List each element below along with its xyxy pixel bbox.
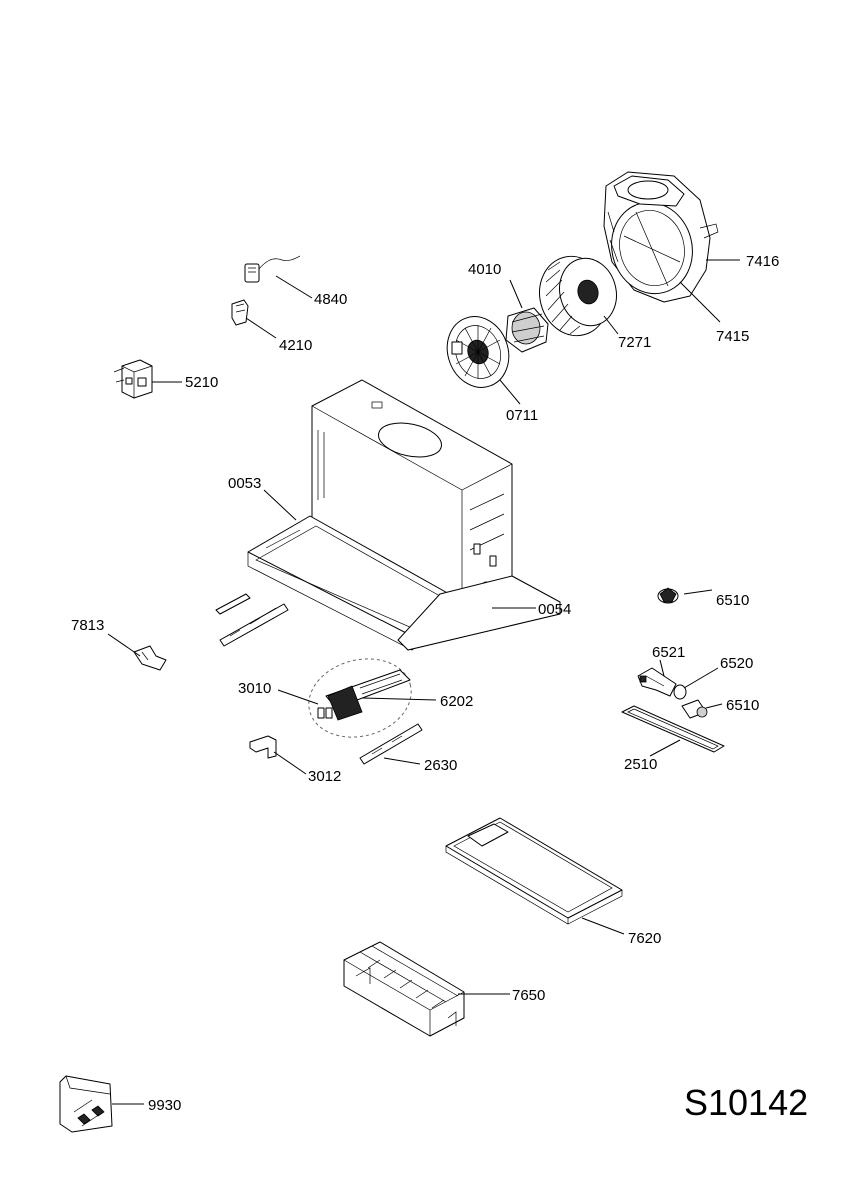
label-3012: 3012 — [308, 768, 341, 785]
part-0054-base-plate — [397, 575, 561, 651]
label-7650: 7650 — [512, 987, 545, 1004]
label-4840: 4840 — [314, 291, 347, 308]
label-7416: 7416 — [746, 253, 779, 270]
part-2510-frame — [621, 705, 725, 753]
label-4210: 4210 — [279, 337, 312, 354]
part-4010-motor — [505, 307, 549, 353]
part-7620-grease-filter — [445, 817, 623, 925]
label-3010: 3010 — [238, 680, 271, 697]
label-5210: 5210 — [185, 374, 218, 391]
part-0711-motor-plate — [446, 316, 510, 388]
label-6520: 6520 — [720, 655, 753, 672]
label-4010: 4010 — [468, 261, 501, 278]
part-number-labels: 4840 4210 5210 4010 7271 7416 7415 0711 … — [71, 253, 779, 1114]
label-7620: 7620 — [628, 930, 661, 947]
label-6521: 6521 — [652, 644, 685, 661]
label-2630: 2630 — [424, 757, 457, 774]
part-4840-cable — [244, 255, 301, 283]
label-7415: 7415 — [716, 328, 749, 345]
label-2510: 2510 — [624, 756, 657, 773]
part-7416-blower-housing — [603, 171, 719, 303]
label-0054: 0054 — [538, 601, 571, 618]
part-9930-hardware-bag — [59, 1075, 113, 1133]
label-7813: 7813 — [71, 617, 104, 634]
part-4210-connector — [231, 299, 249, 326]
label-9930: 9930 — [148, 1097, 181, 1114]
part-6521-lamp-holder — [637, 667, 677, 697]
part-2630-rail — [359, 723, 423, 765]
part-7650-carbon-filter — [343, 941, 465, 1037]
part-6510-knob — [657, 587, 679, 604]
part-6510-lamp — [681, 699, 708, 719]
part-3010-control-group — [308, 658, 412, 738]
part-3012-clip — [249, 735, 277, 759]
label-0053: 0053 — [228, 475, 261, 492]
sheet-code: S10142 — [684, 1082, 809, 1123]
part-7813-bracket — [133, 645, 167, 671]
label-6510-knob: 6510 — [716, 592, 749, 609]
label-7271: 7271 — [618, 334, 651, 351]
leader-lines — [107, 259, 740, 1105]
part-5210-switch-block — [113, 359, 153, 399]
part-7271-fan-wheel — [539, 255, 617, 337]
label-0711: 0711 — [506, 407, 538, 424]
label-6202: 6202 — [440, 693, 473, 710]
part-6202-control-board — [317, 669, 411, 721]
part-slide-rails-upper — [215, 593, 289, 647]
label-6510-lamp: 6510 — [726, 697, 759, 714]
part-6520-lamp-cover — [673, 684, 687, 700]
